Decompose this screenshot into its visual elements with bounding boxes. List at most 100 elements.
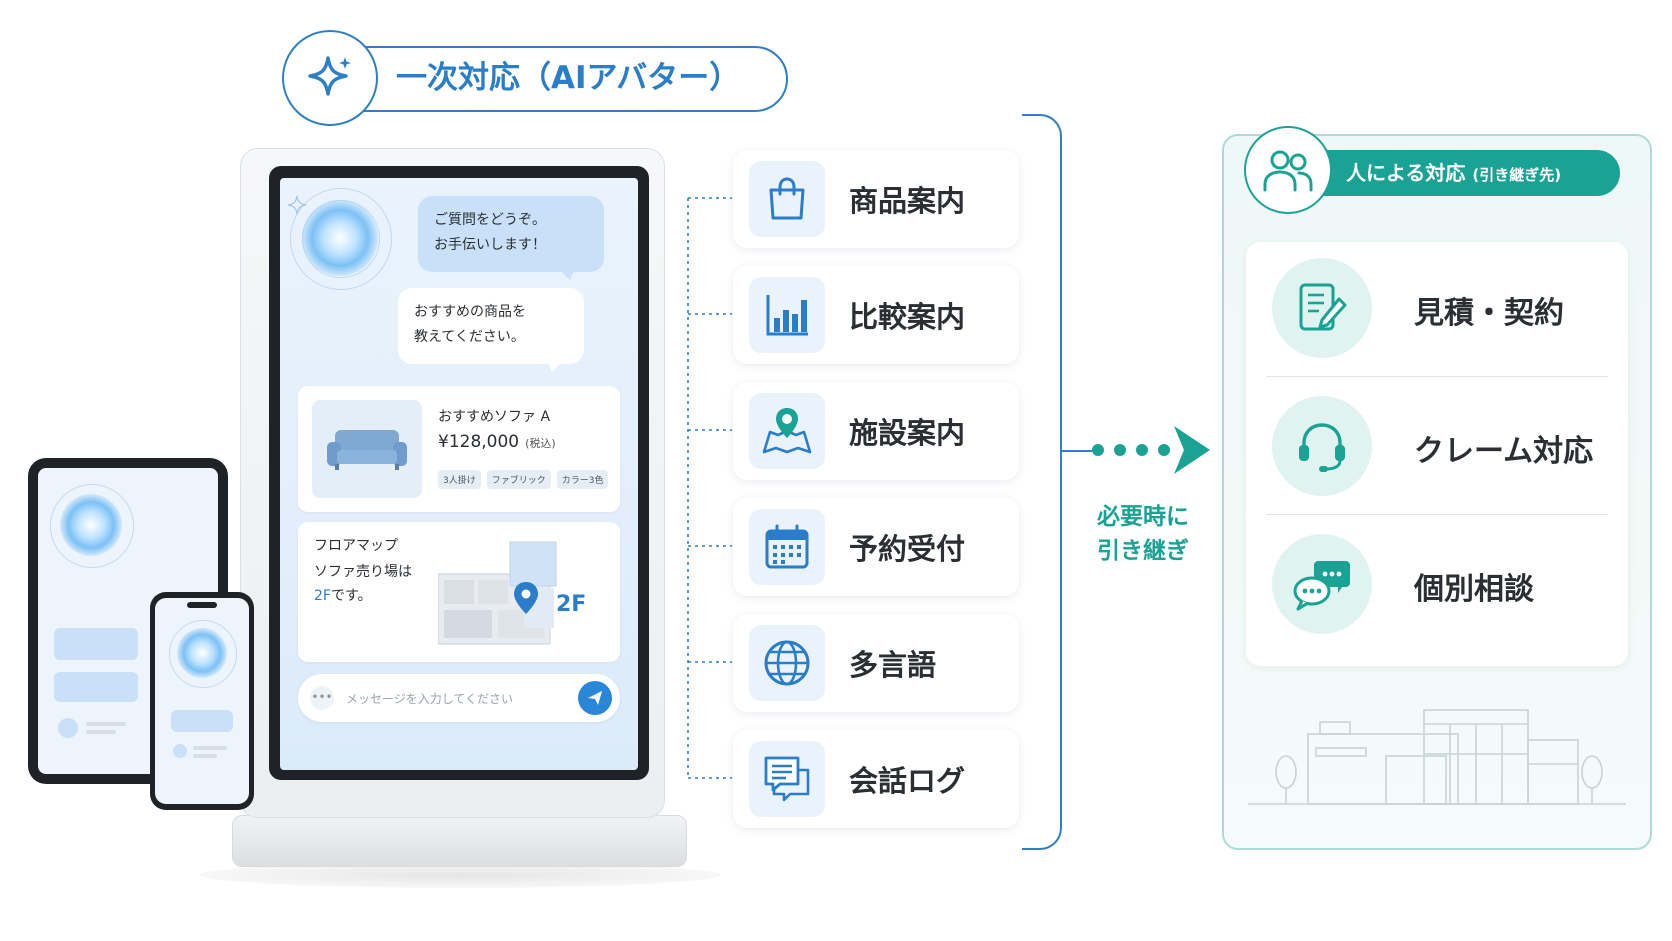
feature-card-conversation-log[interactable]: 会話ログ bbox=[733, 730, 1019, 828]
human-row-icon-circle bbox=[1272, 396, 1372, 496]
message-placeholder: メッセージを入力してください bbox=[346, 692, 514, 706]
feature-icon-box bbox=[749, 741, 825, 817]
feature-label: 多言語 bbox=[849, 648, 937, 682]
feature-card-facility-guide[interactable]: 施設案内 bbox=[733, 382, 1019, 480]
human-icon-circle bbox=[1244, 126, 1332, 214]
human-support-title: 人による対応 (引き継ぎ先) bbox=[1346, 150, 1561, 196]
ai-avatar-orb bbox=[302, 200, 378, 276]
feature-card-multilingual[interactable]: 多言語 bbox=[733, 614, 1019, 712]
phone-screen bbox=[155, 598, 249, 804]
feature-label: 施設案内 bbox=[849, 416, 966, 450]
feature-label: 比較案内 bbox=[849, 300, 966, 334]
mini-avatar-icon bbox=[173, 744, 187, 758]
store-building-illustration bbox=[1248, 709, 1626, 805]
message-input[interactable]: ••• メッセージを入力してください bbox=[298, 674, 620, 722]
headset-icon bbox=[1299, 423, 1345, 472]
ai-bubble-tail bbox=[560, 270, 574, 280]
feature-card-reservation[interactable]: 予約受付 bbox=[733, 498, 1019, 596]
human-row-icon-circle bbox=[1272, 258, 1372, 358]
floor-number-highlight: 2F bbox=[314, 588, 331, 604]
feature-connector bbox=[687, 197, 732, 779]
floor-map-card[interactable]: フロアマップ ソファ売り場は 2Fです。 2F bbox=[298, 522, 620, 662]
human-row-icon-circle bbox=[1272, 534, 1372, 634]
floor-map-text-rest: です。 bbox=[330, 588, 372, 604]
sparkle-small-icon bbox=[287, 195, 307, 215]
globe-icon bbox=[764, 640, 810, 686]
mini-text-line bbox=[86, 730, 116, 734]
mini-chat-bubble bbox=[54, 628, 138, 660]
header-title: 一次対応（AIアバター） bbox=[396, 60, 741, 96]
user-chat-bubble: おすすめの商品を 教えてください。 bbox=[398, 288, 584, 364]
feature-label: 会話ログ bbox=[849, 764, 966, 798]
product-tag: カラー3色 bbox=[556, 470, 609, 489]
feature-icon-box bbox=[749, 625, 825, 701]
bracket-stem bbox=[1062, 450, 1092, 452]
sparkle-icon bbox=[308, 56, 351, 96]
feature-icon-box bbox=[749, 277, 825, 353]
sofa-icon bbox=[327, 430, 407, 470]
chat-log-icon bbox=[764, 756, 810, 802]
mini-avatar-icon bbox=[58, 718, 78, 738]
avatar-ring bbox=[169, 620, 237, 688]
product-price-row: ¥128,000(税込) bbox=[438, 432, 556, 452]
row-divider bbox=[1266, 376, 1608, 377]
handover-arrow-icon bbox=[1174, 426, 1210, 474]
handover-label: 必要時に 引き継ぎ bbox=[1088, 500, 1198, 568]
human-row-label: 見積・契約 bbox=[1414, 296, 1564, 331]
product-tags: 3人掛け ファブリック カラー3色 bbox=[438, 470, 609, 489]
row-divider bbox=[1266, 514, 1608, 515]
ai-avatar-orb bbox=[60, 494, 122, 556]
arrow-dot bbox=[1092, 444, 1104, 456]
feature-label: 予約受付 bbox=[849, 532, 966, 566]
product-tag: ファブリック bbox=[486, 470, 551, 489]
mini-chat-bubble bbox=[171, 710, 233, 732]
map-pin-icon bbox=[762, 408, 812, 454]
handover-line: 引き継ぎ bbox=[1097, 538, 1189, 564]
product-card[interactable]: おすすめソファ A ¥128,000(税込) 3人掛け ファブリック カラー3色 bbox=[298, 386, 620, 512]
user-bubble-tail bbox=[548, 362, 562, 372]
send-button[interactable] bbox=[578, 681, 612, 715]
avatar-ring bbox=[50, 484, 134, 568]
human-title: 人による対応 bbox=[1346, 161, 1466, 185]
header-pill bbox=[300, 46, 788, 112]
feature-icon-box bbox=[749, 393, 825, 469]
document-pen-icon bbox=[1299, 283, 1347, 331]
feature-group-bracket bbox=[1022, 114, 1062, 850]
ai-chat-bubble: ご質問をどうぞ。 お手伝いします！ bbox=[418, 196, 604, 272]
arrow-dot bbox=[1136, 444, 1148, 456]
ai-bubble-line: ご質問をどうぞ。 bbox=[434, 212, 546, 228]
mini-chat-bubble bbox=[54, 672, 138, 702]
send-arrow-icon bbox=[588, 691, 602, 705]
shopping-bag-icon bbox=[769, 177, 805, 220]
calendar-icon bbox=[765, 524, 809, 569]
mini-text-line bbox=[86, 722, 126, 726]
handover-line: 必要時に bbox=[1097, 504, 1189, 530]
header-icon-circle bbox=[282, 30, 378, 126]
human-support-pill bbox=[1296, 150, 1620, 196]
feature-card-product-guide[interactable]: 商品案内 bbox=[733, 150, 1019, 248]
feature-icon-box bbox=[749, 161, 825, 237]
user-bubble-line: おすすめの商品を bbox=[414, 304, 526, 320]
people-icon bbox=[1263, 150, 1313, 192]
chat-bubbles-icon bbox=[1293, 561, 1350, 611]
floor-map-graphic bbox=[438, 541, 557, 645]
human-row-label: クレーム対応 bbox=[1414, 434, 1594, 469]
floor-map-label: 2F bbox=[556, 592, 587, 617]
bar-chart-icon bbox=[766, 295, 808, 336]
floor-map-text: ソファ売り場は bbox=[314, 564, 412, 580]
mini-text-line bbox=[193, 754, 217, 758]
product-name: おすすめソファ A bbox=[438, 409, 551, 425]
floor-map-text: 2Fです。 bbox=[314, 584, 372, 609]
kiosk-screen: ご質問をどうぞ。 お手伝いします！ おすすめの商品を 教えてください。 おすすめ… bbox=[280, 178, 638, 770]
user-bubble-line: 教えてください。 bbox=[414, 329, 525, 345]
feature-card-comparison[interactable]: 比較案内 bbox=[733, 266, 1019, 364]
product-price: ¥128,000 bbox=[438, 432, 520, 452]
avatar-ring bbox=[290, 188, 392, 290]
product-thumbnail bbox=[312, 400, 422, 498]
floor-map-title: フロアマップ bbox=[314, 538, 398, 554]
more-dots-icon[interactable]: ••• bbox=[310, 686, 334, 710]
arrow-dot bbox=[1158, 444, 1170, 456]
feature-icon-box bbox=[749, 509, 825, 585]
phone-notch bbox=[187, 602, 217, 608]
human-support-card: 見積・契約 クレーム対応 個別相談 bbox=[1246, 242, 1628, 666]
